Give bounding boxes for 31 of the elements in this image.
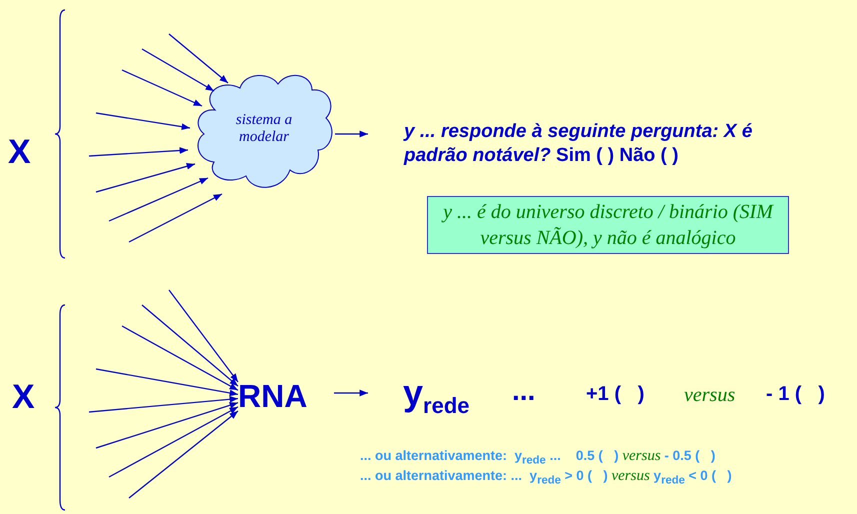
network-label: RNA [238,378,308,415]
input-label: X [12,378,35,417]
arrow [96,402,238,449]
arrow [142,304,238,387]
arrow [122,325,238,391]
output-label: y$_{rede}$ [403,372,470,420]
input-label: X [8,133,31,172]
note-box: y ... é do universo discreto / binário (SIM versus NÃO), y não é analógico [427,196,789,254]
cloud-label: sistema a modelar [212,112,316,146]
option-text: +1 ( ) [586,383,644,406]
arrow [128,410,238,498]
option-text: - 1 ( ) [766,383,825,406]
arrow [168,290,238,382]
arrow [88,147,188,157]
arrow [168,34,228,84]
versus-text: versus [684,384,736,407]
arrow [334,390,368,396]
arrow [96,368,238,396]
arrow [96,112,190,130]
arrow [108,177,208,222]
arrow [96,163,196,193]
ellipsis-text: ... [512,375,536,407]
question-text: y ... responde à seguinte pergunta: X é padrão notável? Sim ( ) Não ( ) [404,120,804,168]
alternative-text: ... ou alternativamente: y$_{rede}$ ... 0.5 ( ) versus - 0.5 ( ) [360,448,716,467]
arrow [88,396,238,413]
arrow [142,48,214,92]
arrow [335,130,368,138]
arrow [108,406,238,478]
arrow [128,193,222,243]
arrow [122,69,202,107]
alternative-text: ... ou alternativamente: ... y$_{rede}$ > 0 ( ) versus y$_{rede}$ < 0 ( ) [360,468,732,487]
